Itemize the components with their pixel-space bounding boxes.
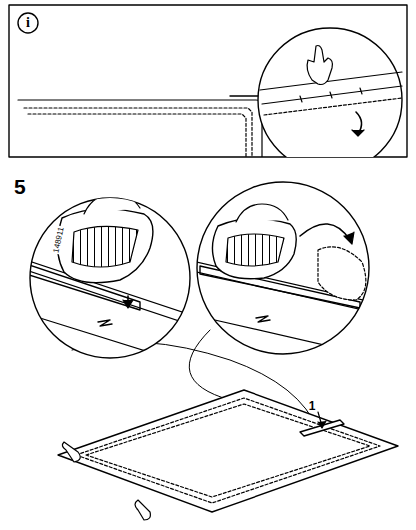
step-number: 5 [14,176,26,197]
callout-number: 1 [309,400,316,412]
info-panel [18,96,262,157]
panel [58,390,398,520]
info-zoom [258,28,402,157]
info-letter: i [26,16,30,30]
info-icon [18,13,38,33]
zoom-circle [197,182,369,354]
zoom-circle [30,198,190,358]
